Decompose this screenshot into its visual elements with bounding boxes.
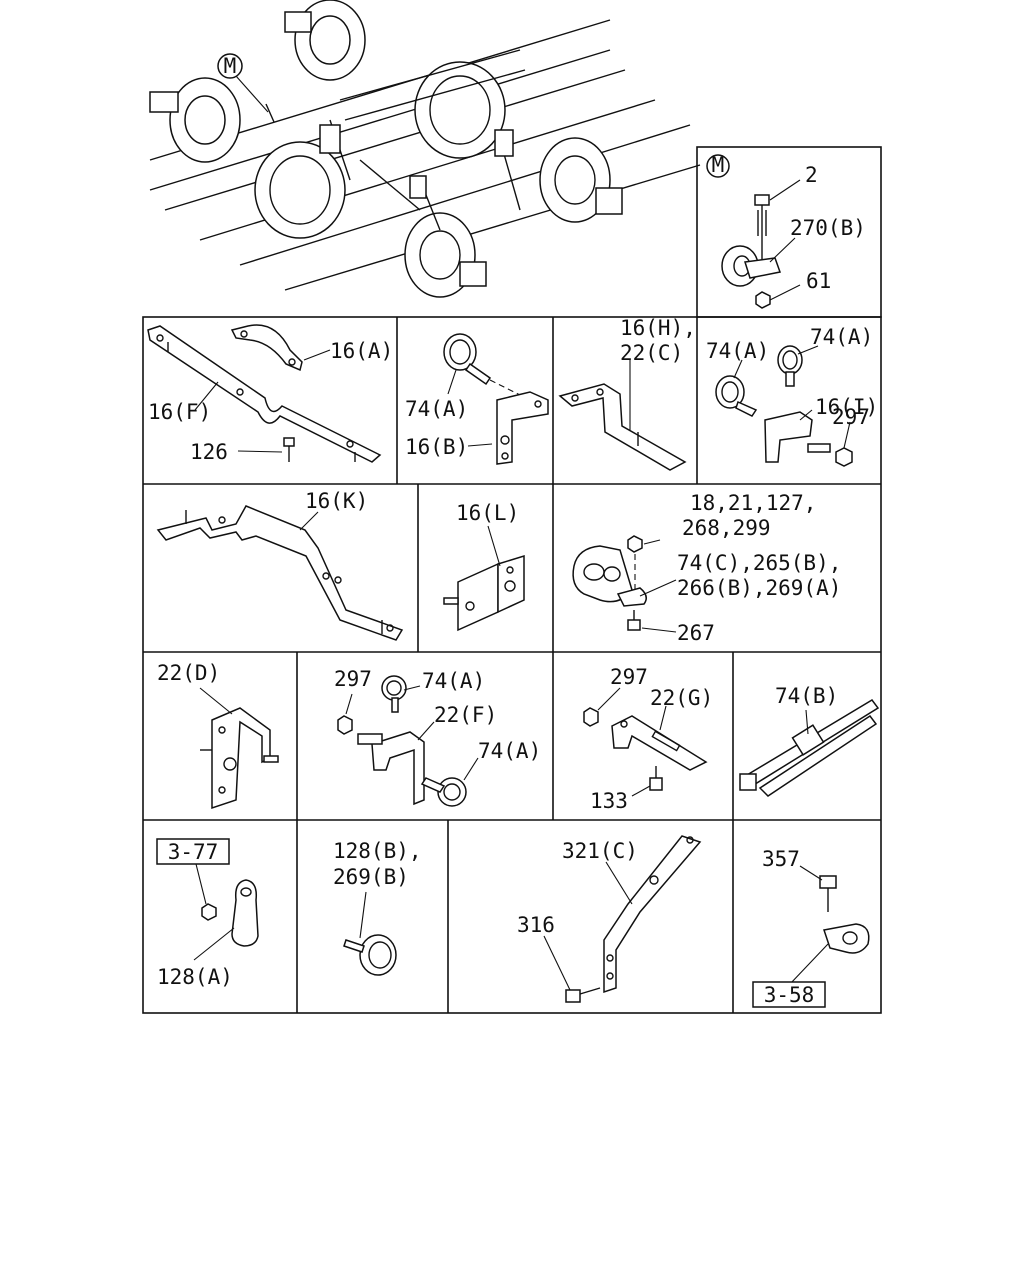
label-74a-top: 74(A) (422, 669, 485, 693)
panel-128b: 128(B), 269(B) (333, 839, 422, 976)
label-16a: 16(A) (330, 339, 393, 363)
chassis-overview-illustration: M (149, 0, 701, 298)
label-297: 297 (610, 665, 648, 689)
label-316: 316 (517, 913, 555, 937)
panel-16k: 16(K) (156, 489, 404, 641)
label-16h: 16(H), (620, 316, 696, 340)
label-16k: 16(K) (305, 489, 368, 513)
label-74a-bottom: 74(A) (478, 739, 541, 763)
label-2: 2 (805, 163, 818, 187)
panel-22d: 22(D) (157, 661, 279, 810)
label-ref-3-77: 3-77 (168, 840, 219, 864)
panel-74a-16b: 74(A) 16(B) (405, 333, 549, 465)
label-270b: 270(B) (790, 216, 866, 240)
label-74b: 74(B) (775, 684, 838, 708)
label-357: 357 (762, 847, 800, 871)
label-321c: 321(C) (562, 839, 638, 863)
label-74a-right: 74(A) (810, 325, 873, 349)
label-266b-269a: 266(B),269(A) (677, 576, 841, 600)
label-267: 267 (677, 621, 715, 645)
label-61: 61 (806, 269, 831, 293)
label-268-299: 268,299 (682, 516, 771, 540)
label-74a: 74(A) (405, 397, 468, 421)
label-74c-265b: 74(C),265(B), (677, 551, 841, 575)
panel-16a-16f: 16(A) 16(F) 126 (147, 324, 393, 464)
label-ref-3-58: 3-58 (764, 983, 815, 1007)
label-74a-left: 74(A) (706, 339, 769, 363)
panel-22g: 297 22(G) 133 (583, 665, 713, 813)
label-16l: 16(L) (456, 501, 519, 525)
reference-box-3-77 (156, 838, 230, 865)
label-22f: 22(F) (434, 703, 497, 727)
panel-grid (142, 146, 882, 1014)
label-16i: 16(I) (815, 395, 878, 419)
panel-18-cushion: 18,21,127, 268,299 74(C),265(B), 266(B),… (572, 491, 841, 645)
panel-16h-22c: 16(H), 22(C) (558, 316, 696, 471)
panel-16l: 16(L) (443, 501, 525, 632)
label-297: 297 (334, 667, 372, 691)
panel-22f: 297 74(A) 22(F) 74(A) (334, 667, 541, 807)
label-16f: 16(F) (148, 400, 211, 424)
label-128b: 128(B), (333, 839, 422, 863)
panel-357: 3-58 357 (752, 847, 870, 1008)
reference-box-3-58 (752, 981, 826, 1008)
label-22c: 22(C) (620, 341, 683, 365)
panel-128a: 3-77 128(A) (156, 838, 259, 989)
panel-m-detail: M 2 270(B) 61 (706, 153, 866, 309)
label-297: 297 (832, 405, 870, 429)
label-22d: 22(D) (157, 661, 220, 685)
label-128a: 128(A) (157, 965, 233, 989)
label-133: 133 (590, 789, 628, 813)
label-16b: 16(B) (405, 435, 468, 459)
overview-detail-marker: M (224, 54, 237, 78)
label-269b: 269(B) (333, 865, 409, 889)
label-18-21-127: 18,21,127, (690, 491, 816, 515)
panel-321c: 321(C) 316 (517, 835, 702, 1003)
label-22g: 22(G) (650, 686, 713, 710)
panel-74b: 74(B) (739, 684, 880, 797)
label-126: 126 (190, 440, 228, 464)
panel-16i: 74(A) 74(A) 16(I) 297 (706, 325, 878, 467)
detail-marker: M (712, 153, 725, 177)
